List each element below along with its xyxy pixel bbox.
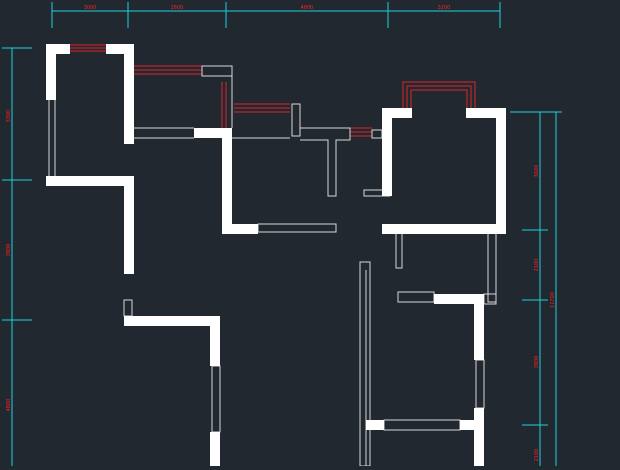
window-marks: [70, 44, 476, 137]
right-dimension-chain: [510, 111, 562, 466]
dim-right-1: 3600: [534, 165, 540, 178]
dim-top-1: 3000: [84, 5, 97, 11]
dim-top-4: 3200: [438, 5, 451, 11]
right-dimension-labels: 3600 2100 3900 2100 11700: [534, 165, 556, 462]
dim-right-total: 11700: [550, 292, 556, 308]
left-dimension-labels: 3300 3900 4800: [6, 110, 12, 412]
left-dimension-chain: [2, 47, 32, 466]
dim-left-1: 3300: [6, 110, 12, 123]
main-walls: [46, 44, 506, 466]
dim-right-3: 3900: [534, 356, 540, 369]
dim-right-4: 2100: [534, 449, 540, 462]
dim-top-3: 4800: [301, 5, 314, 11]
dim-left-2: 3900: [6, 244, 12, 257]
dim-top-2: 2600: [171, 5, 184, 11]
top-dimension-labels: 3000 2600 4800 3200: [84, 5, 451, 11]
top-dimension-chain: [51, 2, 501, 28]
dim-left-3: 4800: [6, 399, 12, 412]
dim-right-2: 2100: [534, 259, 540, 272]
thin-partition-lines: [48, 65, 497, 467]
